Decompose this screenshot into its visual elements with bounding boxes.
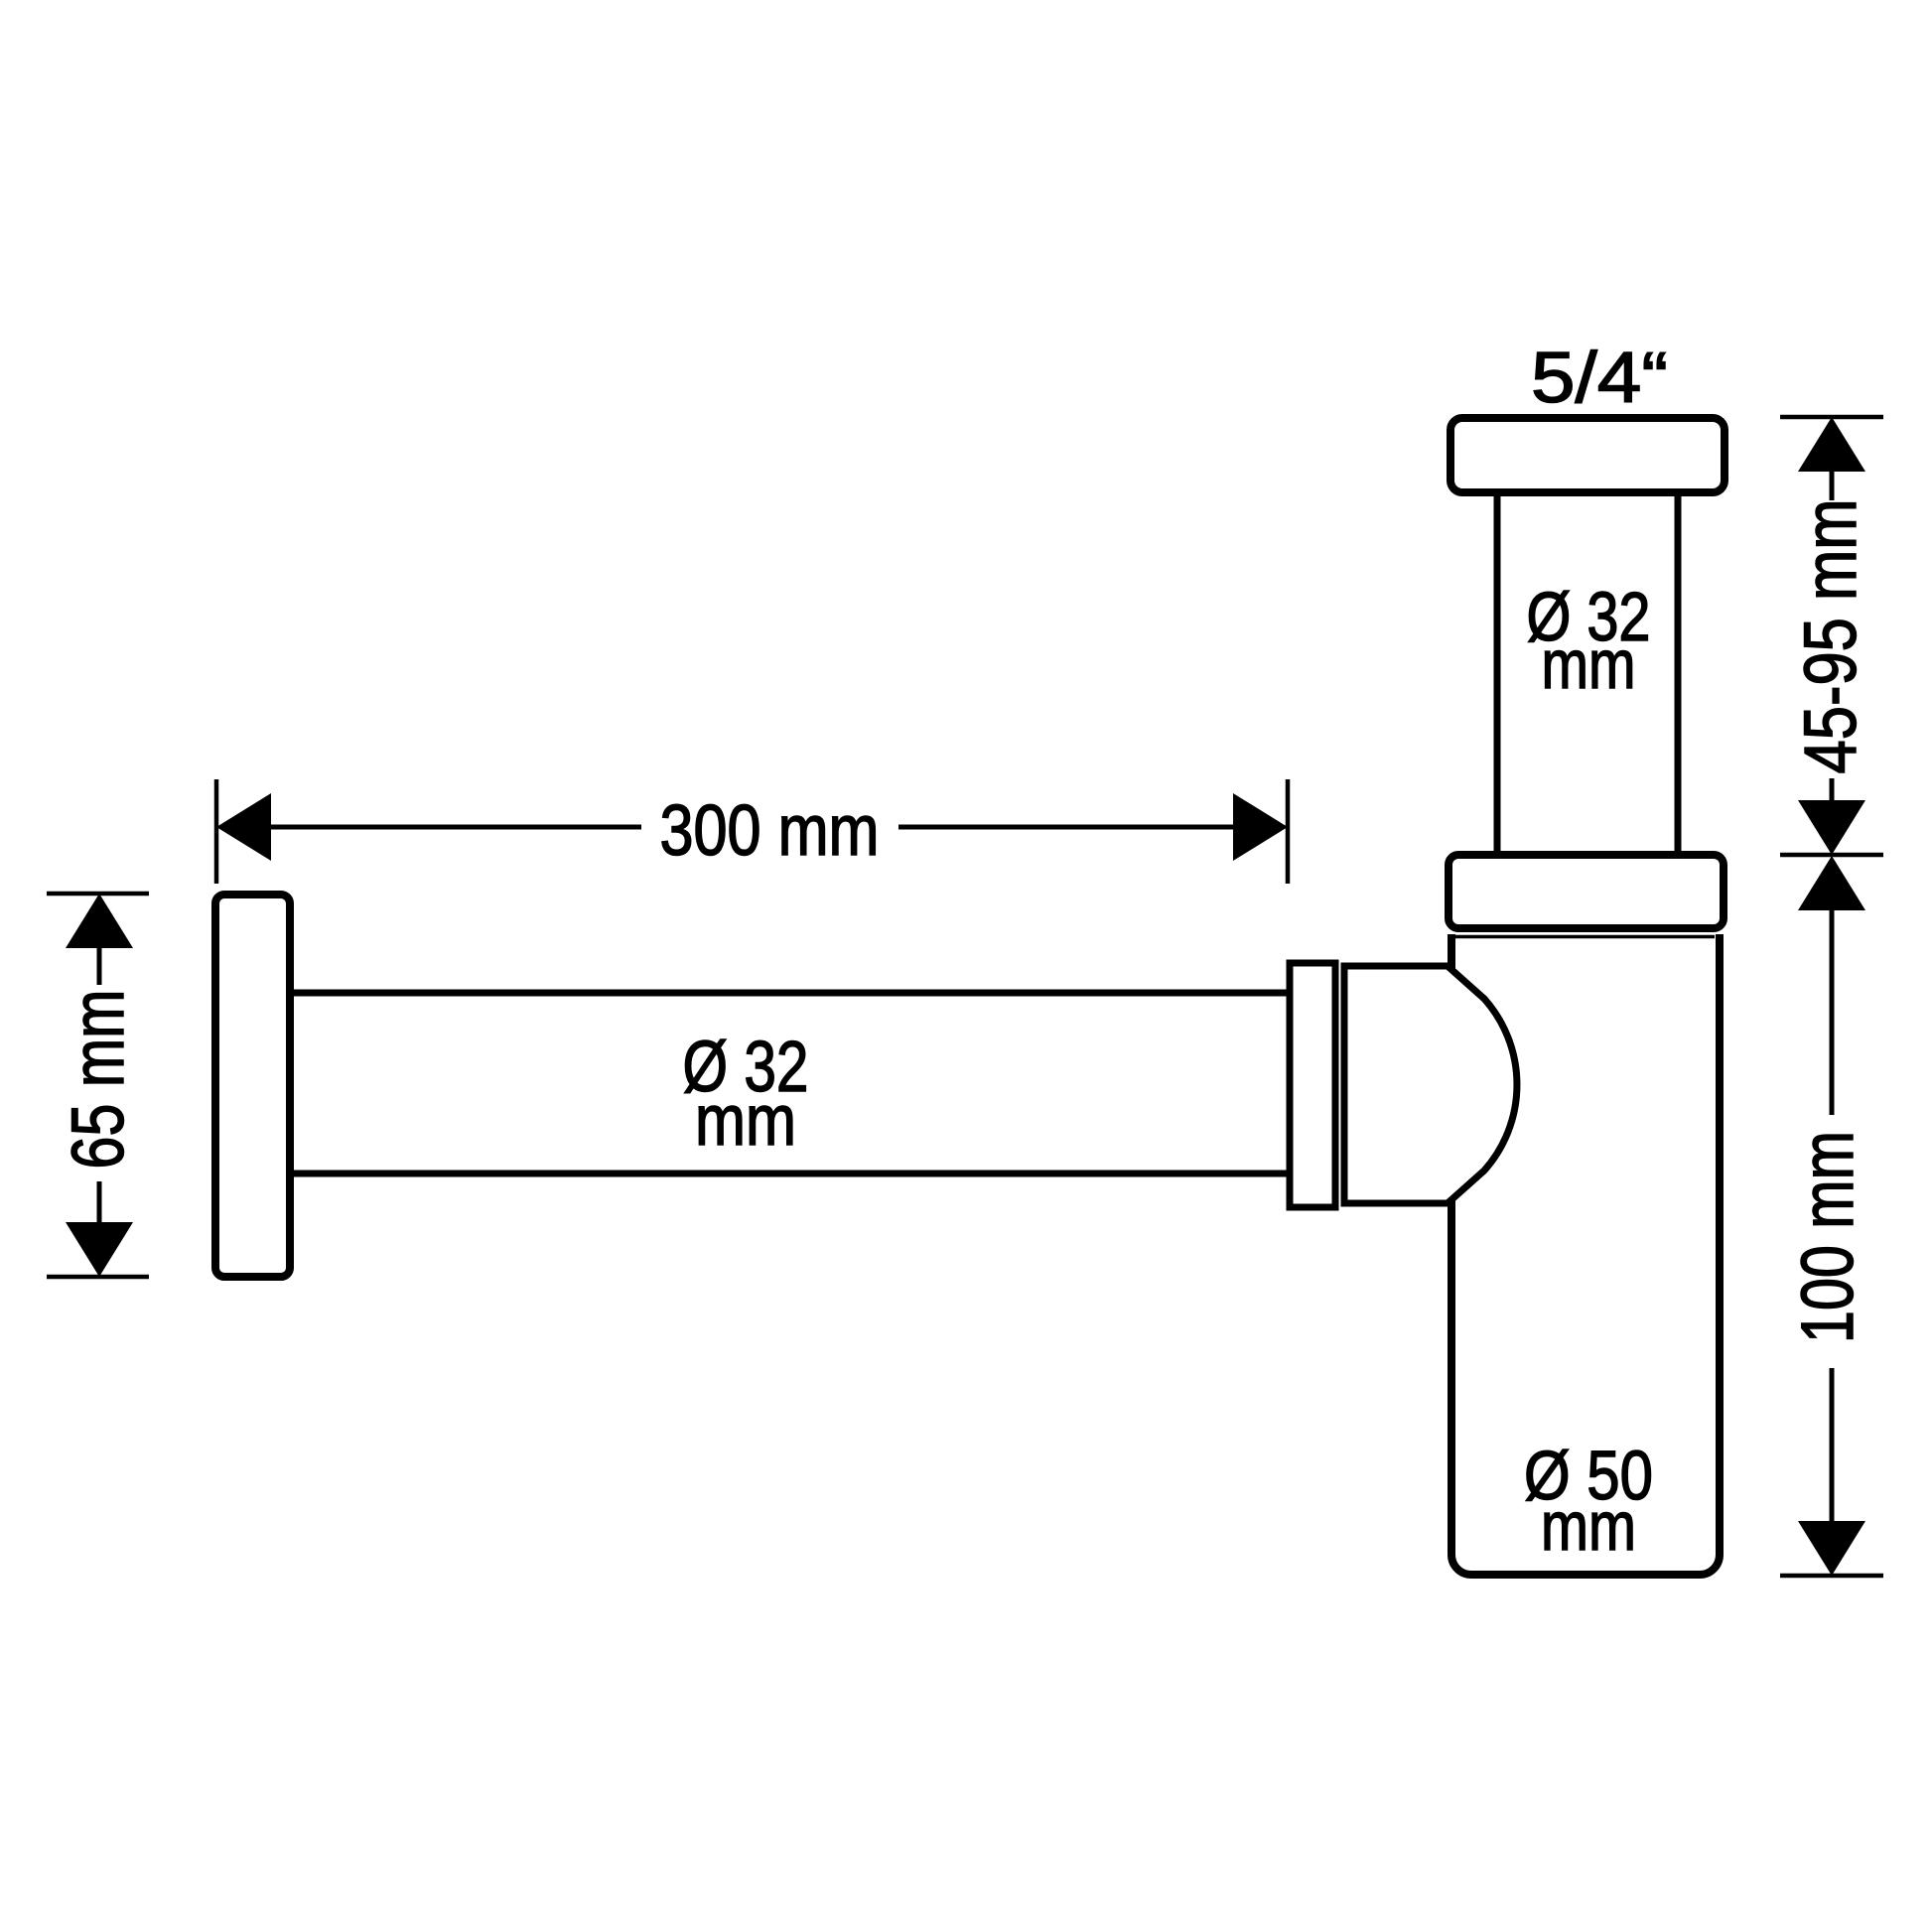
svg-text:65 mm: 65 mm (57, 990, 139, 1170)
svg-text:45-95 mm: 45-95 mm (1789, 499, 1871, 774)
svg-text:Ø 32: Ø 32 (683, 1028, 809, 1107)
svg-text:5/4“: 5/4“ (1531, 339, 1668, 418)
svg-text:mm: mm (695, 1081, 796, 1161)
svg-text:mm: mm (1541, 1487, 1636, 1565)
svg-text:mm: mm (1542, 625, 1636, 703)
svg-text:Ø 50: Ø 50 (1524, 1437, 1653, 1514)
svg-text:Ø 32: Ø 32 (1527, 578, 1651, 655)
svg-text:100 mm: 100 mm (1786, 1131, 1868, 1343)
svg-text:300 mm: 300 mm (660, 791, 880, 871)
